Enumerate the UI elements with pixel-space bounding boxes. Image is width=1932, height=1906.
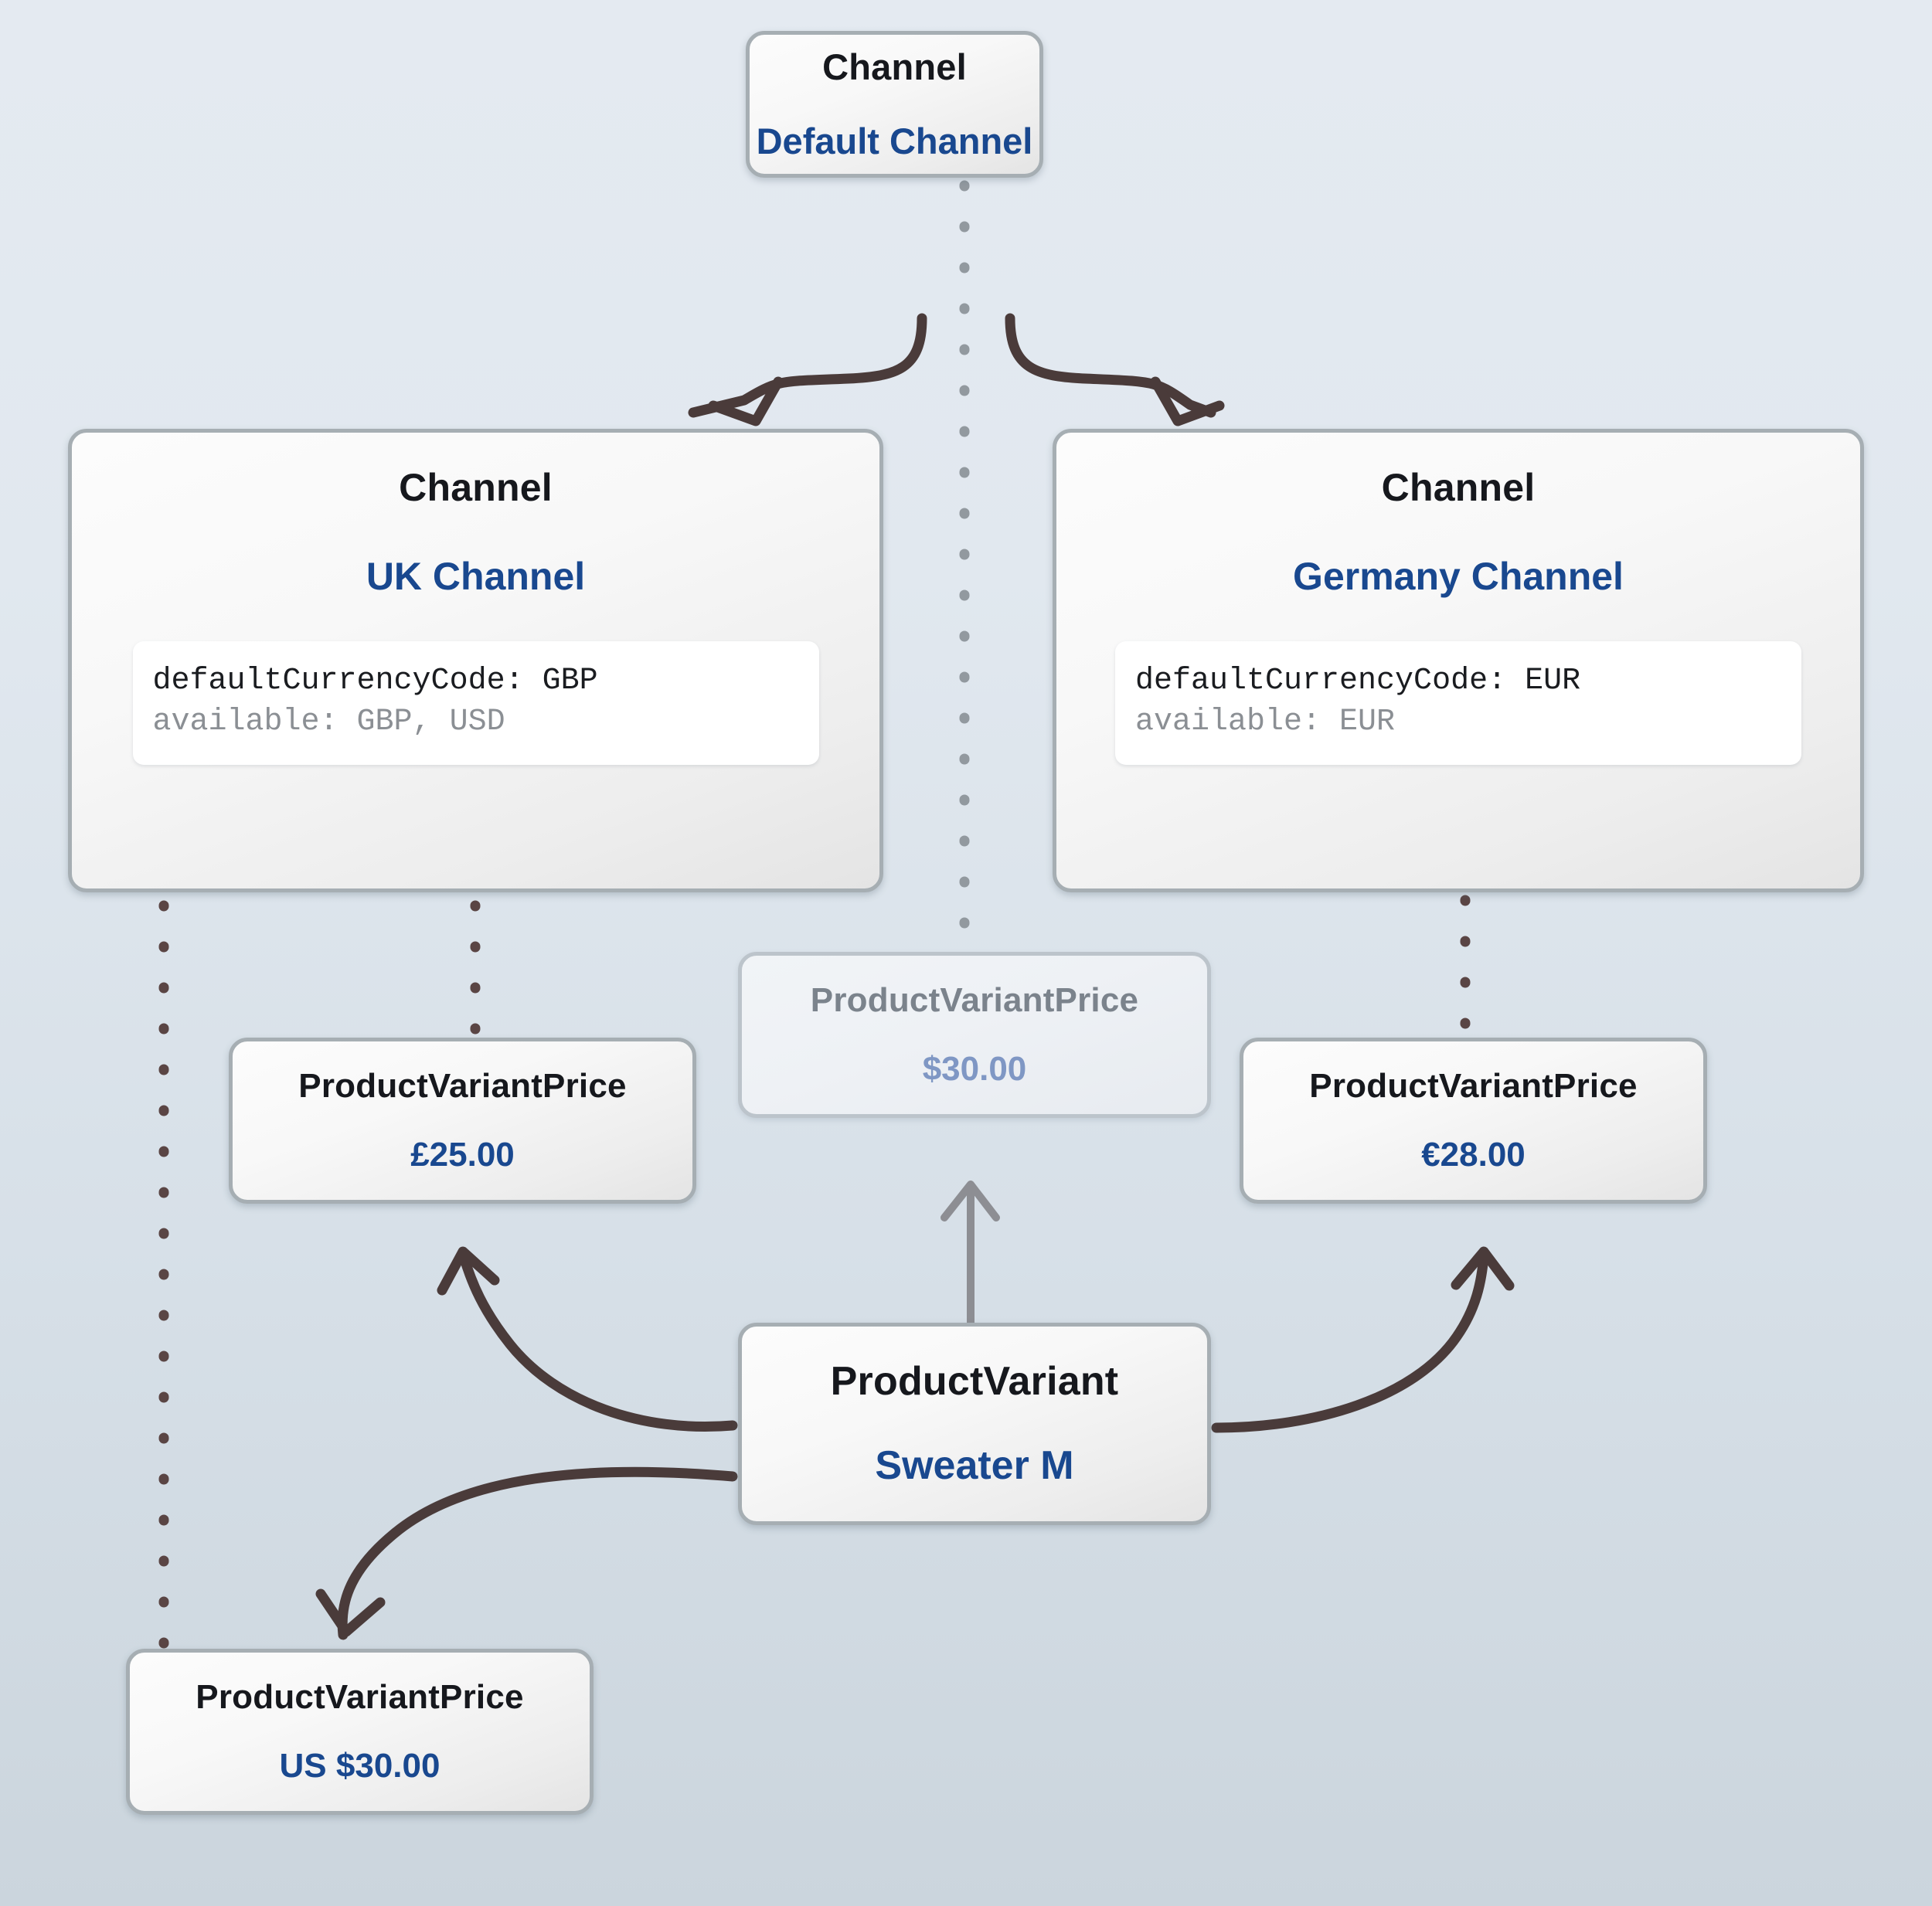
edge-default-to-germany-line — [1005, 313, 1216, 418]
node-price-usd[interactable]: ProductVariantPrice US $30.00 — [126, 1649, 594, 1815]
node-product-variant-value: Sweater M — [875, 1443, 1074, 1488]
node-uk-channel-value: UK Channel — [366, 555, 586, 598]
uk-available-line: available: GBP, USD — [152, 704, 505, 739]
node-germany-channel-value: Germany Channel — [1293, 555, 1624, 598]
node-price-usd-value: US $30.00 — [279, 1746, 440, 1785]
node-price-gbp-type: ProductVariantPrice — [298, 1067, 627, 1106]
node-uk-channel-properties: defaultCurrencyCode: GBP available: GBP,… — [132, 641, 819, 765]
node-germany-channel-type: Channel — [1381, 466, 1536, 509]
node-price-usd-center-type: ProductVariantPrice — [810, 981, 1139, 1020]
node-price-usd-center[interactable]: ProductVariantPrice $30.00 — [738, 952, 1211, 1118]
node-product-variant[interactable]: ProductVariant Sweater M — [738, 1323, 1211, 1525]
edge-variant-to-price-gbp-arrowhead — [437, 1246, 500, 1296]
germany-available-line: available: EUR — [1135, 704, 1396, 739]
edge-variant-to-price-eur-arrowhead — [1451, 1246, 1515, 1291]
node-price-eur[interactable]: ProductVariantPrice €28.00 — [1240, 1038, 1707, 1204]
uk-default-currency-line: defaultCurrencyCode: GBP — [152, 664, 598, 698]
edge-variant-to-price-usd-line — [337, 1466, 738, 1640]
edge-default-to-uk-arrowhead — [708, 376, 784, 426]
node-price-eur-type: ProductVariantPrice — [1309, 1067, 1638, 1106]
node-uk-channel-type: Channel — [399, 466, 553, 509]
node-price-eur-value: €28.00 — [1421, 1135, 1526, 1174]
node-default-channel[interactable]: Channel Default Channel — [746, 31, 1043, 178]
node-product-variant-type: ProductVariant — [830, 1358, 1119, 1404]
node-germany-channel-properties: defaultCurrencyCode: EUR available: EUR — [1115, 641, 1801, 765]
edge-variant-to-price-eur-line — [1211, 1251, 1489, 1433]
node-germany-channel[interactable]: Channel Germany Channel defaultCurrencyC… — [1053, 429, 1864, 892]
node-default-channel-type: Channel — [822, 46, 967, 88]
edge-default-to-germany-arrowhead — [1150, 376, 1225, 426]
edge-default-to-uk-line — [688, 313, 927, 418]
node-price-usd-type: ProductVariantPrice — [196, 1678, 524, 1717]
edge-variant-to-price-gbp-line — [458, 1251, 738, 1432]
node-price-usd-center-value: $30.00 — [922, 1049, 1027, 1088]
edge-variant-to-center-price-arrowhead — [940, 1181, 1000, 1221]
node-price-gbp-value: £25.00 — [410, 1135, 515, 1174]
node-uk-channel[interactable]: Channel UK Channel defaultCurrencyCode: … — [68, 429, 883, 892]
edge-variant-to-price-usd-arrowhead — [315, 1588, 386, 1637]
node-default-channel-value: Default Channel — [756, 121, 1033, 161]
germany-default-currency-line: defaultCurrencyCode: EUR — [1135, 664, 1581, 698]
node-price-gbp[interactable]: ProductVariantPrice £25.00 — [229, 1038, 696, 1204]
